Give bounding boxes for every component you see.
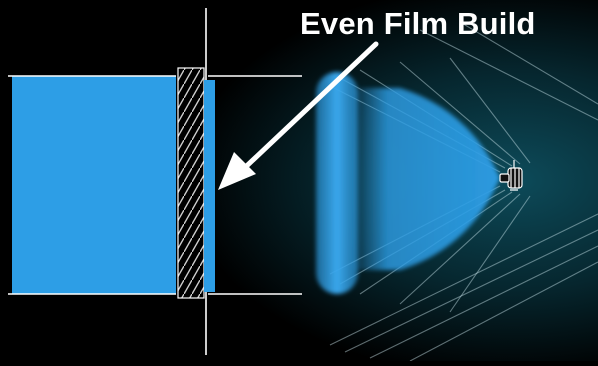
paint-droplet-column xyxy=(316,72,358,294)
callout-label: Even Film Build xyxy=(300,4,596,44)
even-coating-film xyxy=(204,80,215,292)
coated-part-block xyxy=(12,76,176,294)
hatched-substrate xyxy=(178,68,204,298)
